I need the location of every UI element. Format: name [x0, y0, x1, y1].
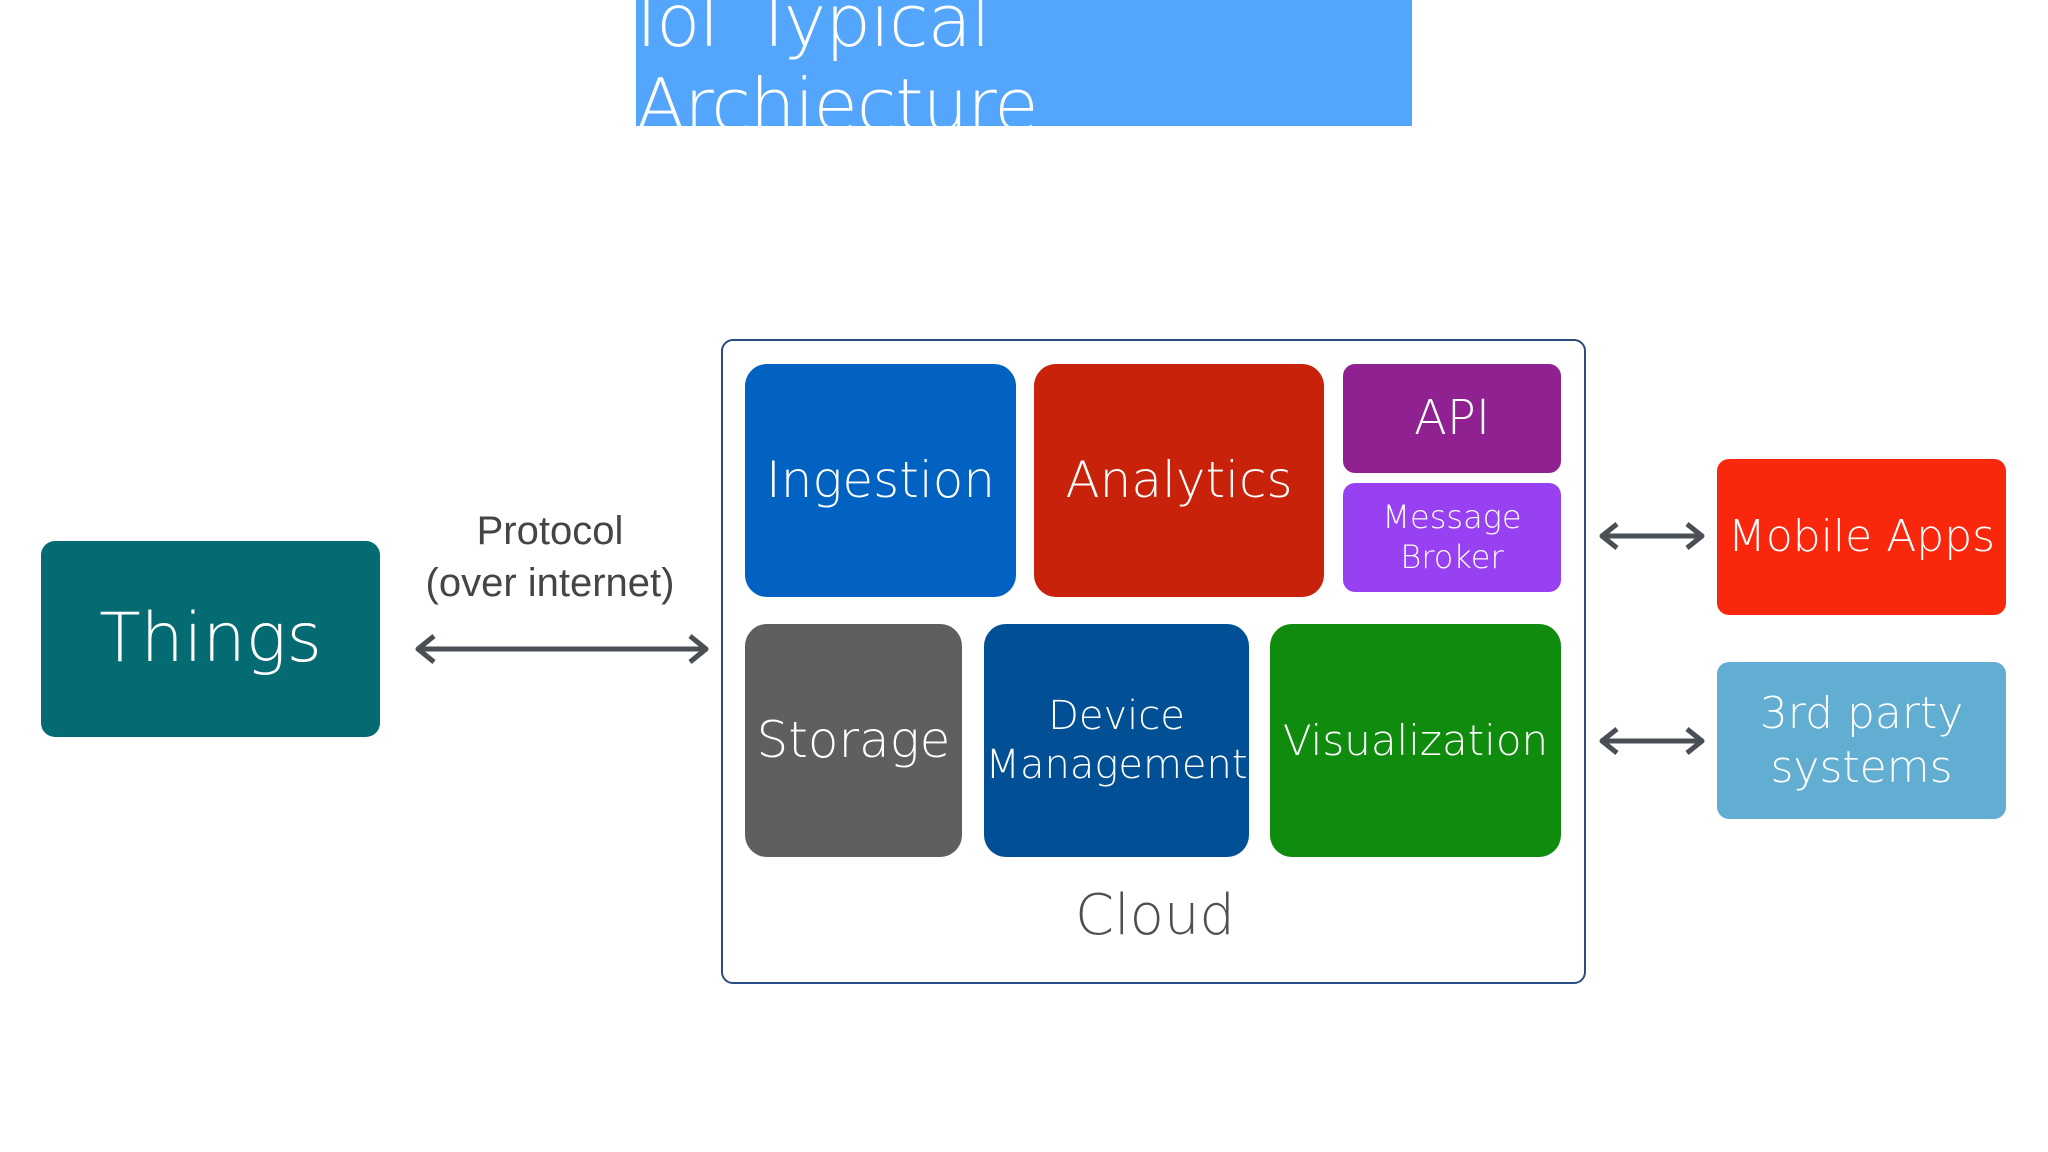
- analytics-box: Analytics: [1034, 364, 1324, 597]
- storage-box: Storage: [745, 624, 962, 857]
- things-box: Things: [41, 541, 380, 737]
- device-management-line-2: Management: [985, 741, 1248, 788]
- third-party-systems-box: 3rd party systems: [1717, 662, 2006, 819]
- ingestion-label: Ingestion: [765, 451, 996, 509]
- things-cloud-arrow: [415, 634, 709, 664]
- ingestion-box: Ingestion: [745, 364, 1016, 597]
- visualization-label: Visualization: [1282, 715, 1549, 765]
- cloud-label: Cloud: [1075, 883, 1235, 948]
- third-party-line-1: 3rd party: [1759, 687, 1964, 739]
- third-party-line-2: systems: [1770, 741, 1953, 793]
- mobile-apps-label: Mobile Apps: [1727, 511, 1996, 563]
- diagram-title: IoT Typical Archiecture: [636, 0, 1412, 147]
- protocol-line-1: Protocol: [476, 509, 624, 553]
- protocol-label: Protocol (over internet): [400, 505, 700, 609]
- message-broker-box: Message Broker: [1343, 483, 1561, 592]
- analytics-label: Analytics: [1065, 451, 1293, 509]
- message-broker-line-1: Message: [1382, 498, 1522, 537]
- device-management-line-1: Device: [1048, 692, 1185, 739]
- storage-label: Storage: [756, 711, 951, 769]
- mobile-apps-box: Mobile Apps: [1717, 459, 2006, 615]
- cloud-mobile-arrow: [1599, 522, 1705, 550]
- visualization-box: Visualization: [1270, 624, 1561, 857]
- api-label: API: [1414, 390, 1490, 447]
- things-label: Things: [99, 598, 322, 678]
- cloud-thirdparty-arrow: [1599, 727, 1705, 755]
- message-broker-line-2: Broker: [1400, 537, 1504, 576]
- protocol-line-2: (over internet): [425, 561, 675, 605]
- api-box: API: [1343, 364, 1561, 473]
- device-management-box: Device Management: [984, 624, 1249, 857]
